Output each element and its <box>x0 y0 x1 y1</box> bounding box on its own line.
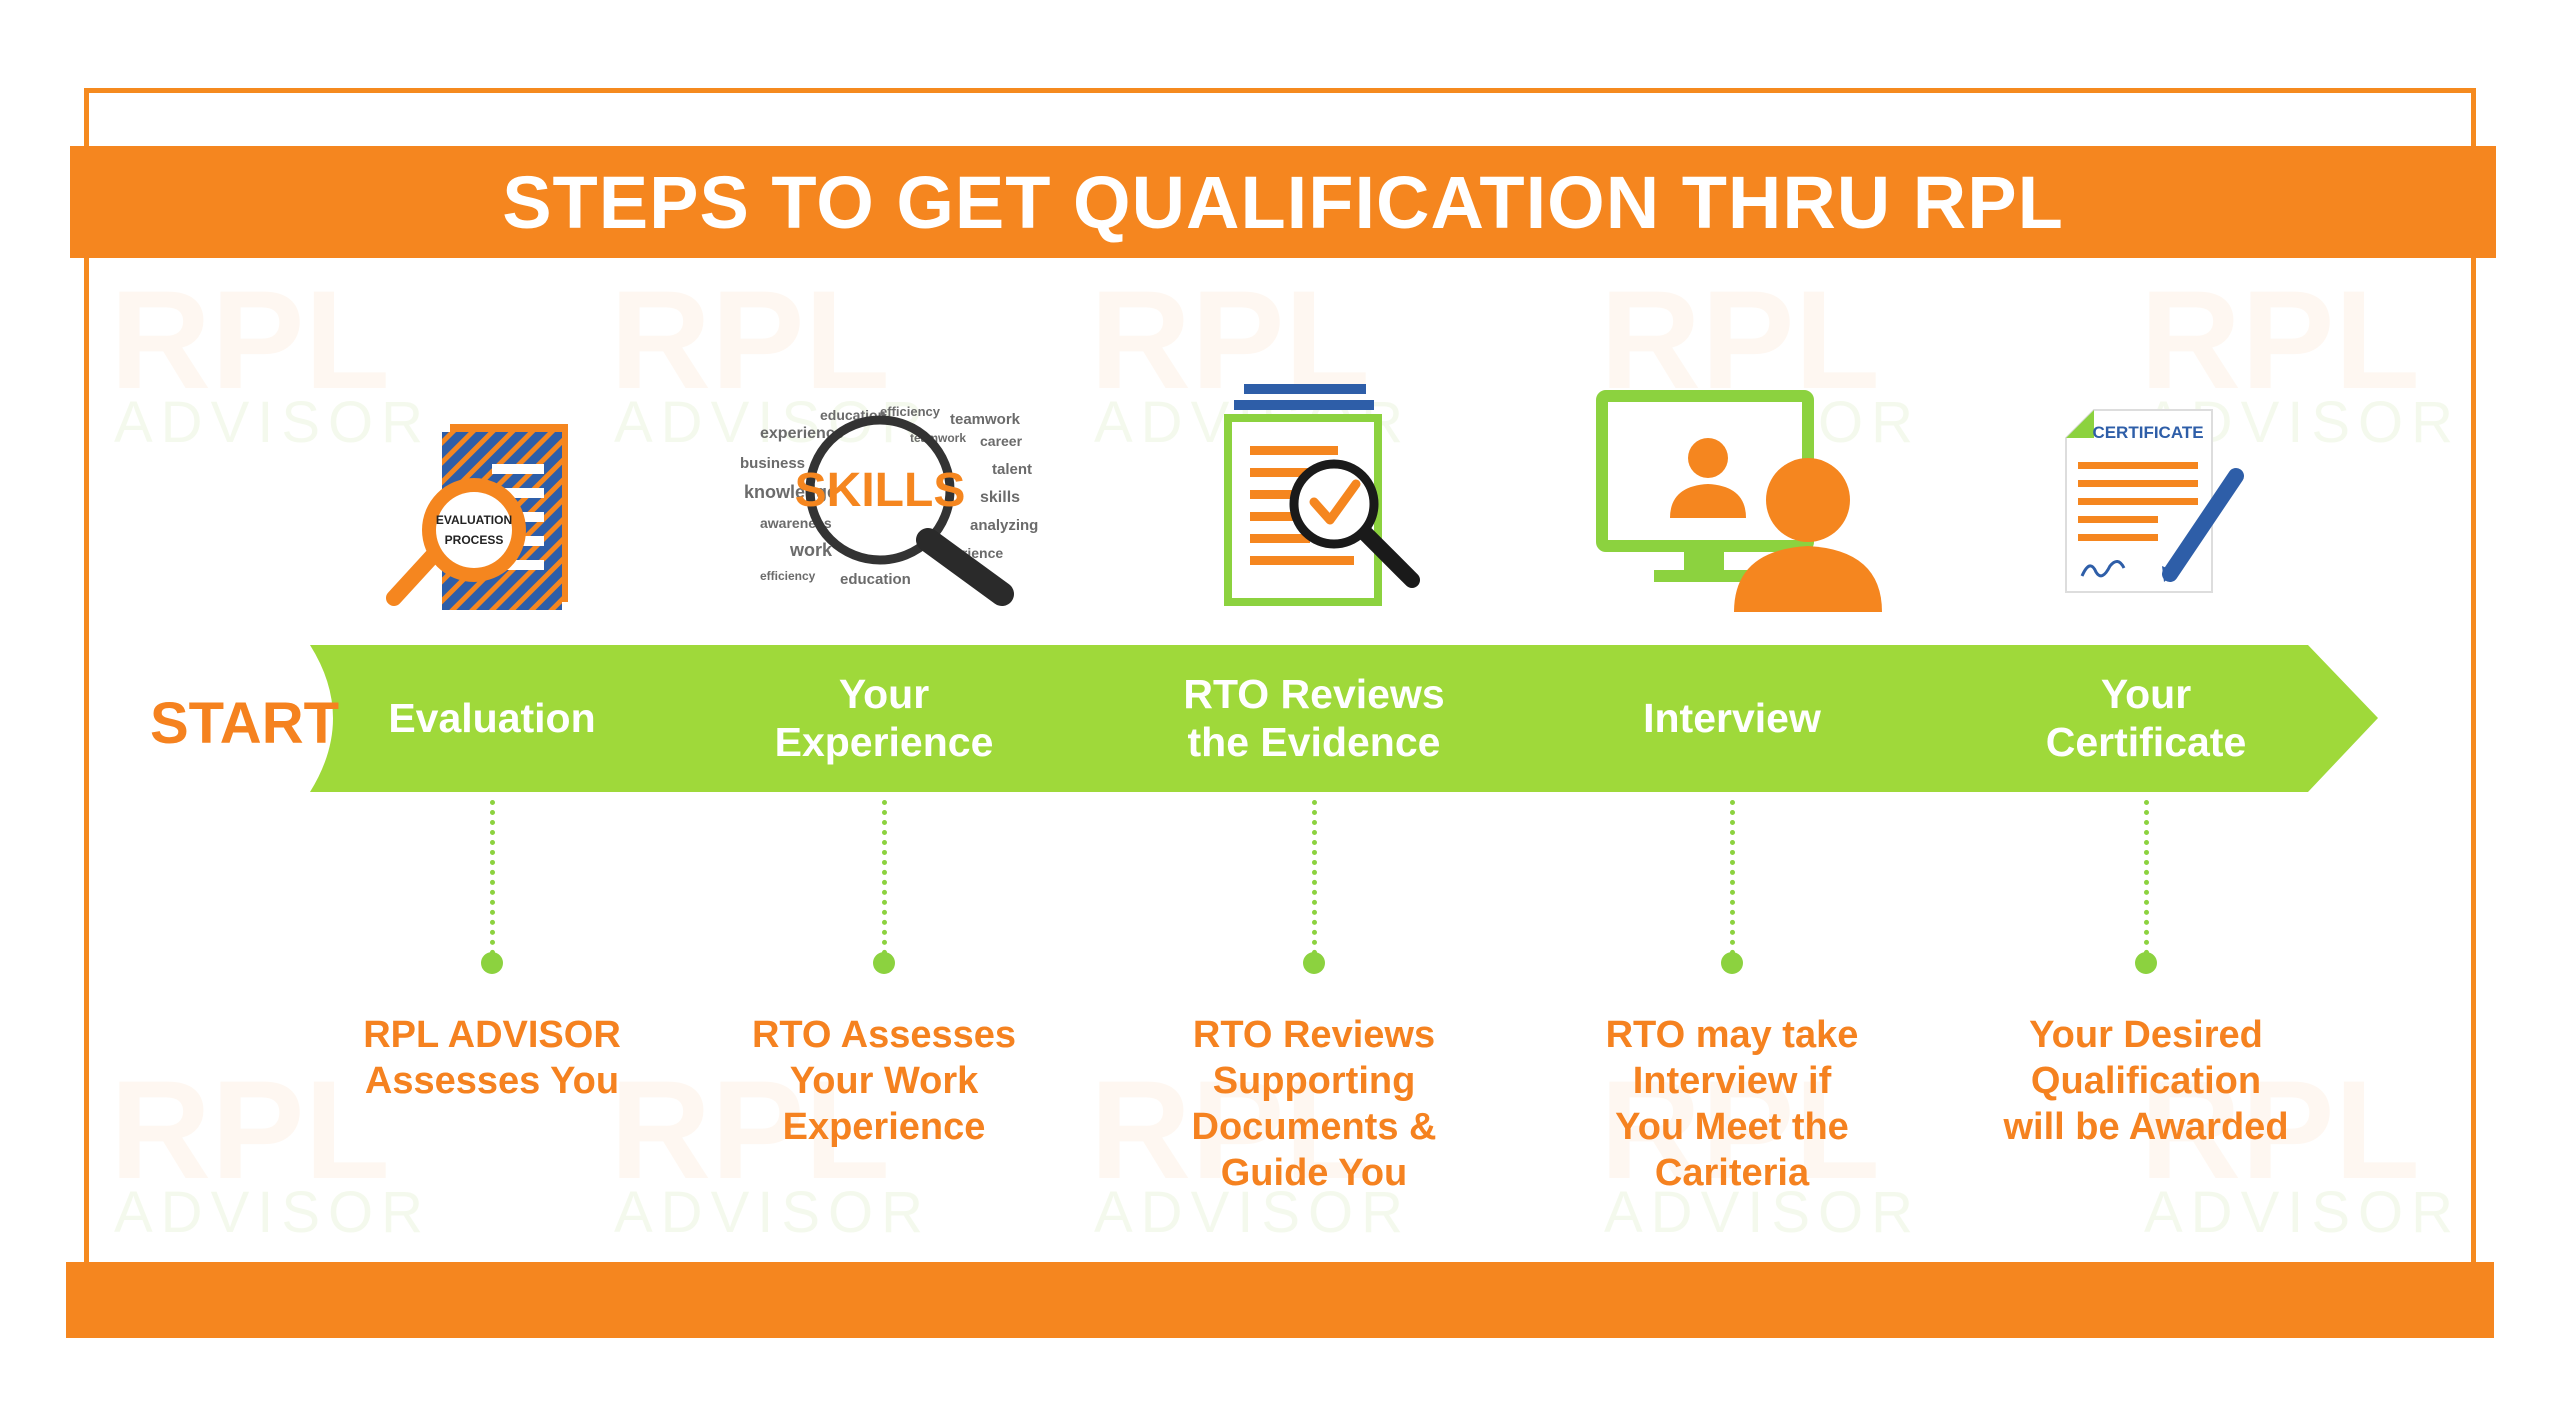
cloud-word: education <box>840 571 911 588</box>
step-dot <box>1721 952 1743 974</box>
step-label-4: Interview <box>1582 656 1882 780</box>
step-description-line: Documents & <box>1191 1106 1437 1148</box>
video-interview-icon <box>1596 390 1882 612</box>
step-description-line: will be Awarded <box>2003 1106 2289 1148</box>
step-description-line: Guide You <box>1220 1152 1408 1194</box>
step-label-line: Experience <box>774 719 994 765</box>
cloud-word: analyzing <box>970 517 1038 534</box>
cloud-word: efficiency <box>760 569 816 583</box>
step-description-line: Your Work <box>789 1060 979 1102</box>
watermark-logo-big: RPL <box>1090 1051 1370 1208</box>
step-description-line: RTO may take <box>1605 1014 1859 1056</box>
cloud-word: skills <box>980 489 1020 506</box>
step-label-line: Evaluation <box>388 695 596 741</box>
cloud-word: efficiency <box>880 404 941 419</box>
cloud-word: teamwork <box>950 411 1021 428</box>
step-dot <box>873 952 895 974</box>
certificate-word: CERTIFICATE <box>2092 423 2203 442</box>
watermark-logo-small: ADVISOR <box>1604 1180 1922 1245</box>
watermark-logo-small: ADVISOR <box>614 1180 932 1245</box>
step-connector <box>1312 800 1317 955</box>
step-label-line: RTO Reviews <box>1183 671 1445 717</box>
step-label-line: Certificate <box>2045 719 2247 765</box>
step-dot <box>481 952 503 974</box>
step-dot <box>1303 952 1325 974</box>
watermark-logo-big: RPL <box>110 261 390 418</box>
cloud-word: talent <box>992 461 1032 478</box>
page-title: STEPS TO GET QUALIFICATION THRU RPL <box>502 160 2064 244</box>
step-description-line: You Meet the <box>1615 1106 1849 1148</box>
document-checkmark-magnifier-icon <box>1224 384 1420 606</box>
watermark-logo-small: ADVISOR <box>114 390 432 455</box>
step-description-line: Your Desired <box>2029 1014 2263 1056</box>
watermark-logo-small: ADVISOR <box>114 1180 432 1245</box>
watermark-logo-big: RPL <box>2140 1051 2420 1208</box>
step-description-line: Qualification <box>2030 1060 2262 1102</box>
watermark-logo-big: RPL <box>110 1051 390 1208</box>
step-connector <box>490 800 495 955</box>
step-description-line: RPL ADVISOR <box>363 1014 621 1056</box>
cloud-word: experience <box>760 425 844 442</box>
step-label-line: Your <box>838 671 930 717</box>
step-description-line: Supporting <box>1212 1060 1416 1102</box>
step-description-line: Experience <box>782 1106 986 1148</box>
watermark-logo-big: RPL <box>610 1051 890 1208</box>
watermark-logo-big: RPL <box>1600 1051 1880 1208</box>
step-label-line: Interview <box>1643 695 1821 741</box>
step-dot <box>2135 952 2157 974</box>
step-connector <box>882 800 887 955</box>
evaluation-badge-bottom: PROCESS <box>445 533 504 547</box>
step-description-line: RTO Assesses <box>751 1014 1017 1056</box>
title-banner: STEPS TO GET QUALIFICATION THRU RPL <box>70 146 2496 258</box>
step-label-line: the Evidence <box>1187 719 1441 765</box>
step-description-line: Cariteria <box>1654 1152 1810 1194</box>
watermark-logo-big: RPL <box>1600 261 1880 418</box>
cloud-word: work <box>789 540 833 560</box>
footer-banner <box>66 1262 2494 1338</box>
evaluation-document-magnifier-icon: EVALUATION PROCESS <box>386 424 568 610</box>
skills-word: SKILLS <box>795 464 966 517</box>
skills-word-cloud-magnifier-icon: experience education efficiency teamwork car… <box>740 404 1038 606</box>
watermark-logo-big: RPL <box>2140 261 2420 418</box>
cloud-word: business <box>740 455 805 472</box>
step-connector <box>1730 800 1735 955</box>
certificate-pen-icon: CERTIFICATE <box>2065 409 2244 593</box>
step-description-line: Assesses You <box>364 1060 620 1102</box>
step-label-line: Your <box>2100 671 2192 717</box>
watermark-logo-small: ADVISOR <box>1094 1180 1412 1245</box>
start-label: START <box>150 691 340 756</box>
evaluation-badge-top: EVALUATION <box>436 513 512 527</box>
watermark-logo-small: ADVISOR <box>2144 1180 2462 1245</box>
step-description-line: Interview if <box>1632 1060 1832 1102</box>
cloud-word: career <box>980 433 1023 449</box>
watermark-logo-big: RPL <box>610 261 890 418</box>
step-connector <box>2144 800 2149 955</box>
step-label-1: Evaluation <box>342 656 642 780</box>
step-description-line: RTO Reviews <box>1192 1014 1436 1056</box>
